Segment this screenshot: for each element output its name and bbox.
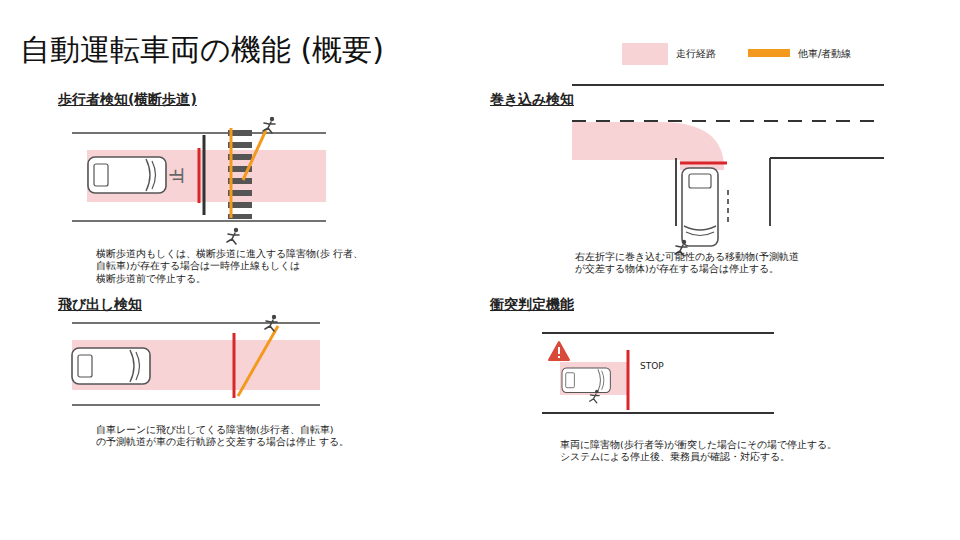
- legend-swatch: [748, 49, 790, 57]
- panel-heading: 衝突判定機能: [490, 295, 574, 313]
- legend-swatch: [622, 43, 668, 65]
- panel-heading: 巻き込み検知: [490, 90, 574, 108]
- panel-heading: 歩行者検知(横断歩道): [58, 90, 197, 108]
- panel-heading: 飛び出し検知: [58, 295, 142, 313]
- legend-text: 他車/者動線: [798, 47, 851, 60]
- legend-text: 走行経路: [676, 47, 716, 60]
- collision-scene: [542, 333, 774, 413]
- road-marking: 止: [168, 168, 188, 183]
- crosswalk-scene: [72, 117, 326, 244]
- stop-label: STOP: [640, 361, 664, 373]
- dart-out-scene: [72, 315, 320, 405]
- panel-description: 右左折字に巻き込む可能性のある移動物(予測軌道 が交差する物体)が存在する場合は…: [575, 251, 837, 276]
- page-title: 自動運転車両の機能 (概要): [20, 30, 384, 69]
- turning-scene: [572, 85, 884, 256]
- panel-description: 自車レーンに飛び出してくる障害物(歩行者、自転車) の予測軌道が車の走行軌跡と交…: [96, 424, 368, 449]
- panel-description: 車両に障害物(歩行者等)が衝突した場合にその場で停止する。 システムによる停止後…: [560, 439, 870, 464]
- panel-description: 横断歩道内もしくは、横断歩道に進入する障害物(歩 行者、自転車)が存在する場合は…: [96, 248, 368, 285]
